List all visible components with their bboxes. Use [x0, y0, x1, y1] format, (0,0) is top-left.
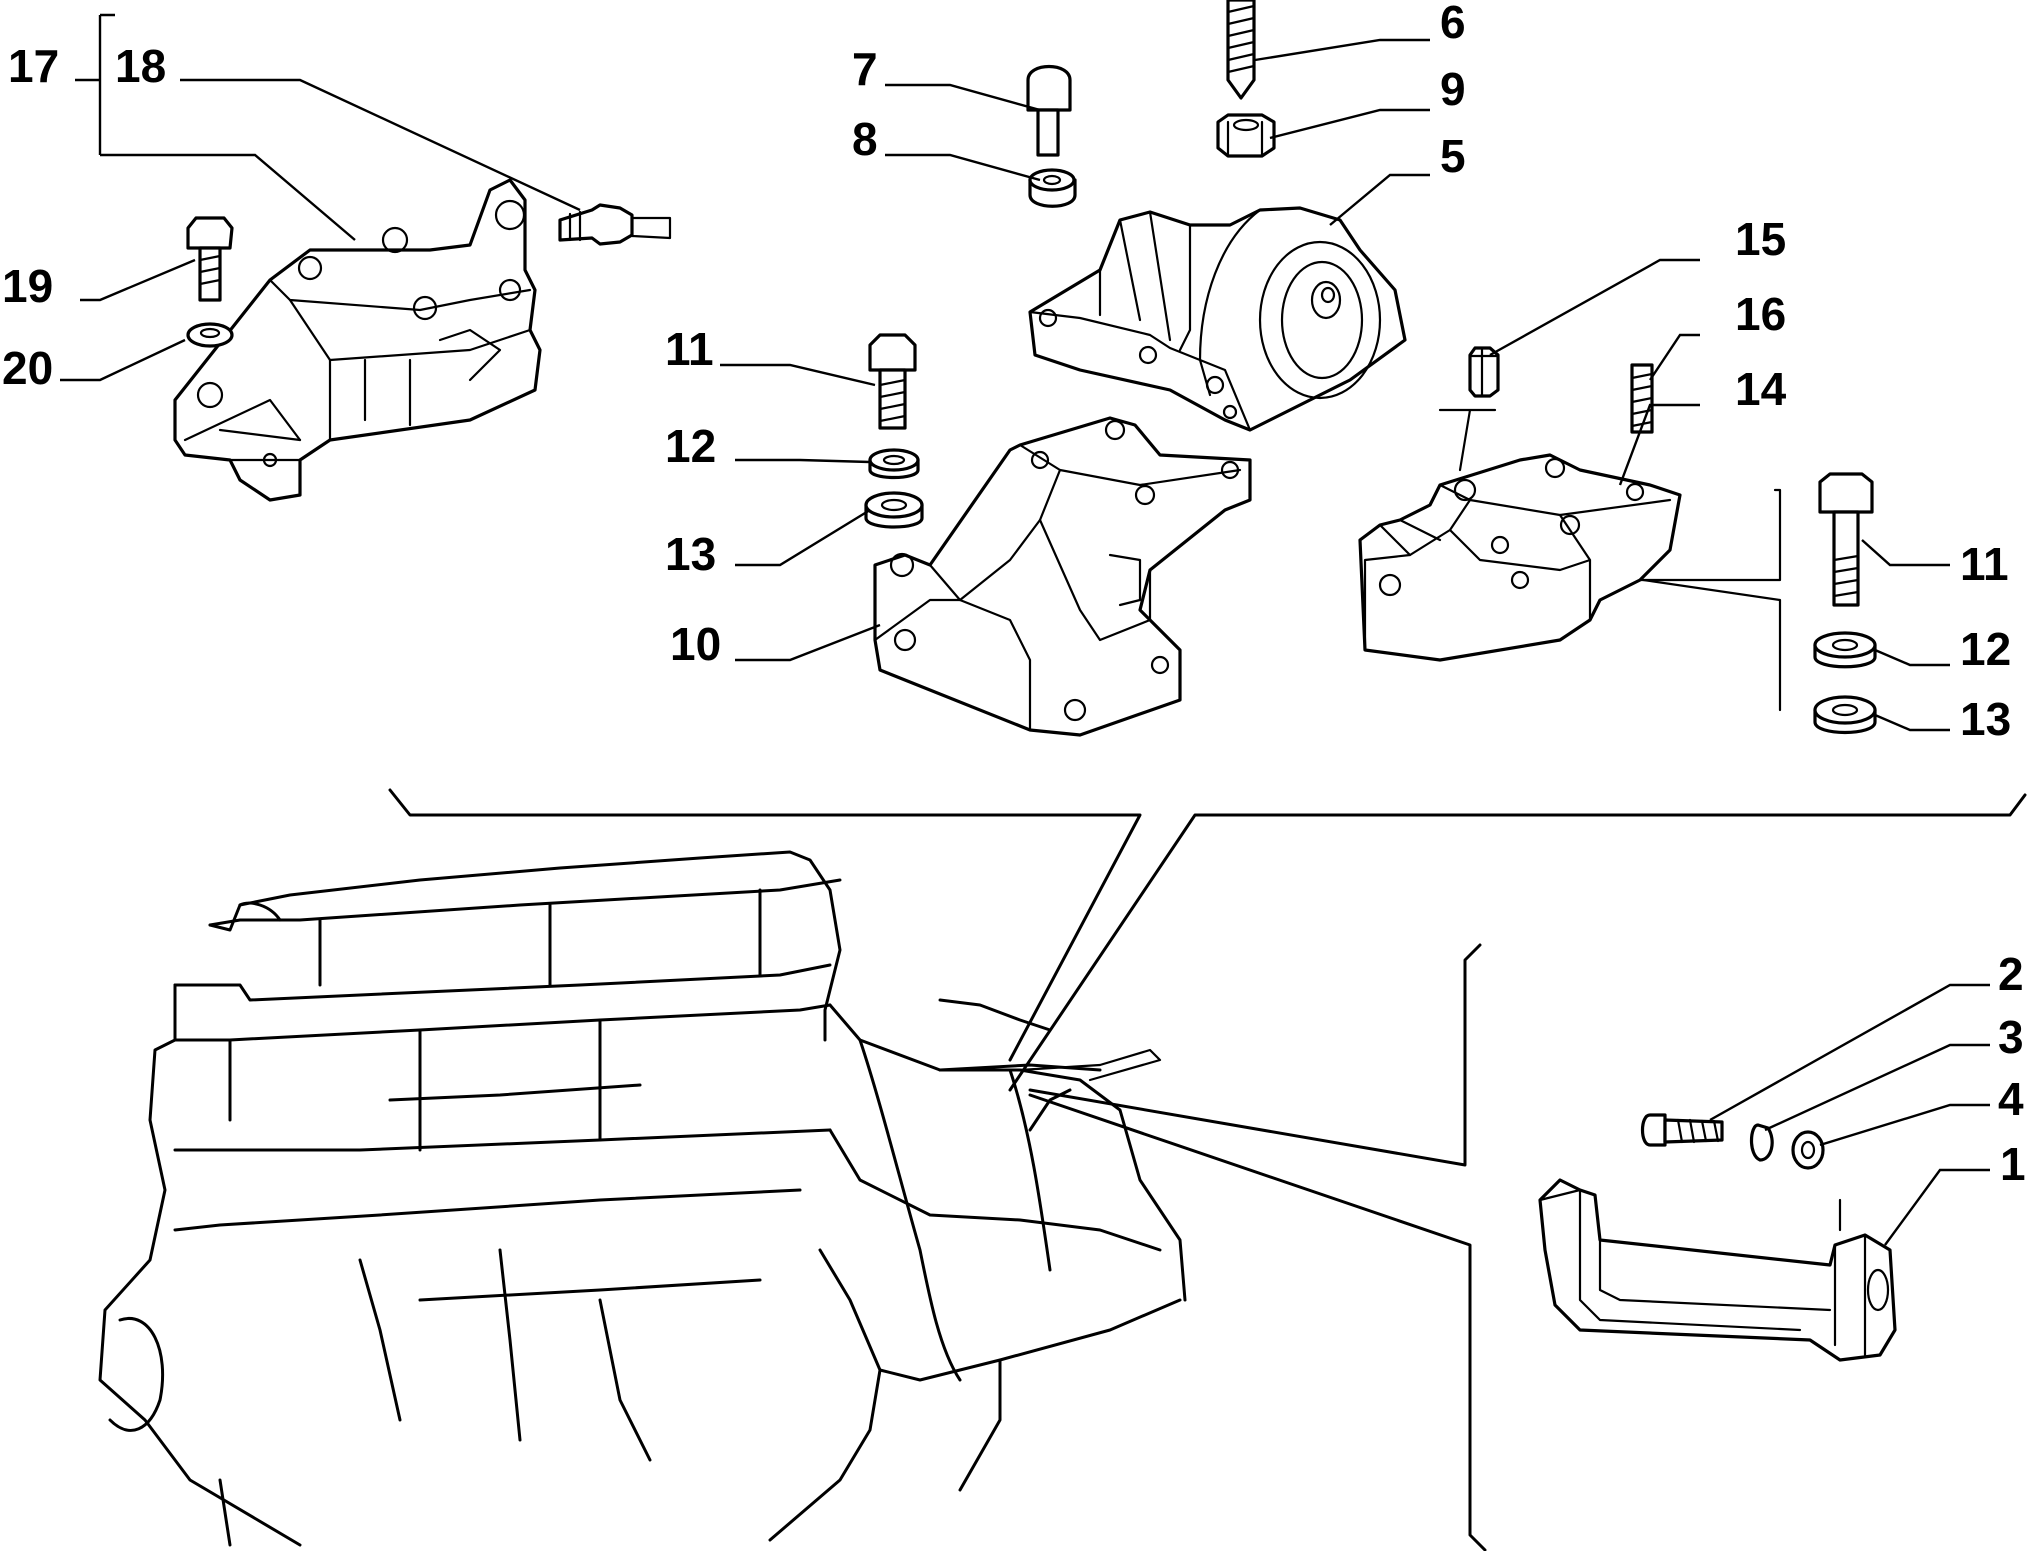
- callout-1: 1: [2000, 1138, 2026, 1190]
- callout-13-right: 13: [1960, 693, 2011, 745]
- callout-19: 19: [2, 260, 53, 312]
- callout-6: 6: [1440, 0, 1466, 48]
- callout-7: 7: [852, 43, 878, 95]
- lock-washer-12-right: [1813, 631, 1877, 669]
- washer-20: [186, 322, 234, 348]
- washer-13-left: [864, 491, 924, 529]
- sensor-18: [558, 203, 672, 246]
- stud-6: [1226, 0, 1256, 100]
- washer-8: [1028, 168, 1077, 208]
- washer-4: [1791, 1130, 1825, 1170]
- assembly-guide-lines: [388, 408, 2027, 1551]
- bolt-7: [1026, 65, 1072, 157]
- bolt-11-right: [1818, 472, 1874, 607]
- washer-13-right: [1813, 695, 1877, 735]
- stud-16: [1630, 363, 1654, 434]
- callout-11-left: 11: [665, 323, 714, 375]
- callout-15: 15: [1735, 213, 1786, 265]
- callout-numbers: 17 18 19 20 7 8 6 9 5 11 12 13 10 15 16 …: [2, 0, 2026, 1190]
- callout-14: 14: [1735, 363, 1787, 415]
- engine-mount-5: [1028, 206, 1407, 432]
- callout-4: 4: [1998, 1073, 2024, 1125]
- callout-9: 9: [1440, 63, 1466, 115]
- callout-3: 3: [1998, 1011, 2024, 1063]
- engine-gearbox-outline: [98, 850, 1187, 1547]
- mount-bracket-17: [173, 178, 542, 502]
- callout-12-right: 12: [1960, 623, 2011, 675]
- nut-9: [1216, 113, 1276, 158]
- callout-16: 16: [1735, 288, 1786, 340]
- callout-leaders: [60, 13, 1990, 1246]
- callout-18: 18: [115, 40, 166, 92]
- callout-5: 5: [1440, 130, 1466, 182]
- callout-2: 2: [1998, 948, 2024, 1000]
- mount-bracket-10: [873, 416, 1252, 737]
- lock-washer-3: [1749, 1123, 1774, 1162]
- callout-13-left: 13: [665, 528, 716, 580]
- callout-17: 17: [8, 40, 59, 92]
- callout-10: 10: [670, 618, 721, 670]
- callout-12-left: 12: [665, 420, 716, 472]
- bracket-1: [1538, 1178, 1897, 1362]
- spacer-15: [1468, 346, 1500, 398]
- callout-11-right: 11: [1960, 538, 2009, 590]
- bolt-11-left: [868, 333, 917, 430]
- callout-20: 20: [2, 342, 53, 394]
- bolt-2: [1640, 1113, 1724, 1147]
- bolt-19: [186, 216, 234, 302]
- lock-washer-12-left: [868, 448, 920, 480]
- mount-bracket-14: [1358, 453, 1682, 662]
- callout-8: 8: [852, 113, 878, 165]
